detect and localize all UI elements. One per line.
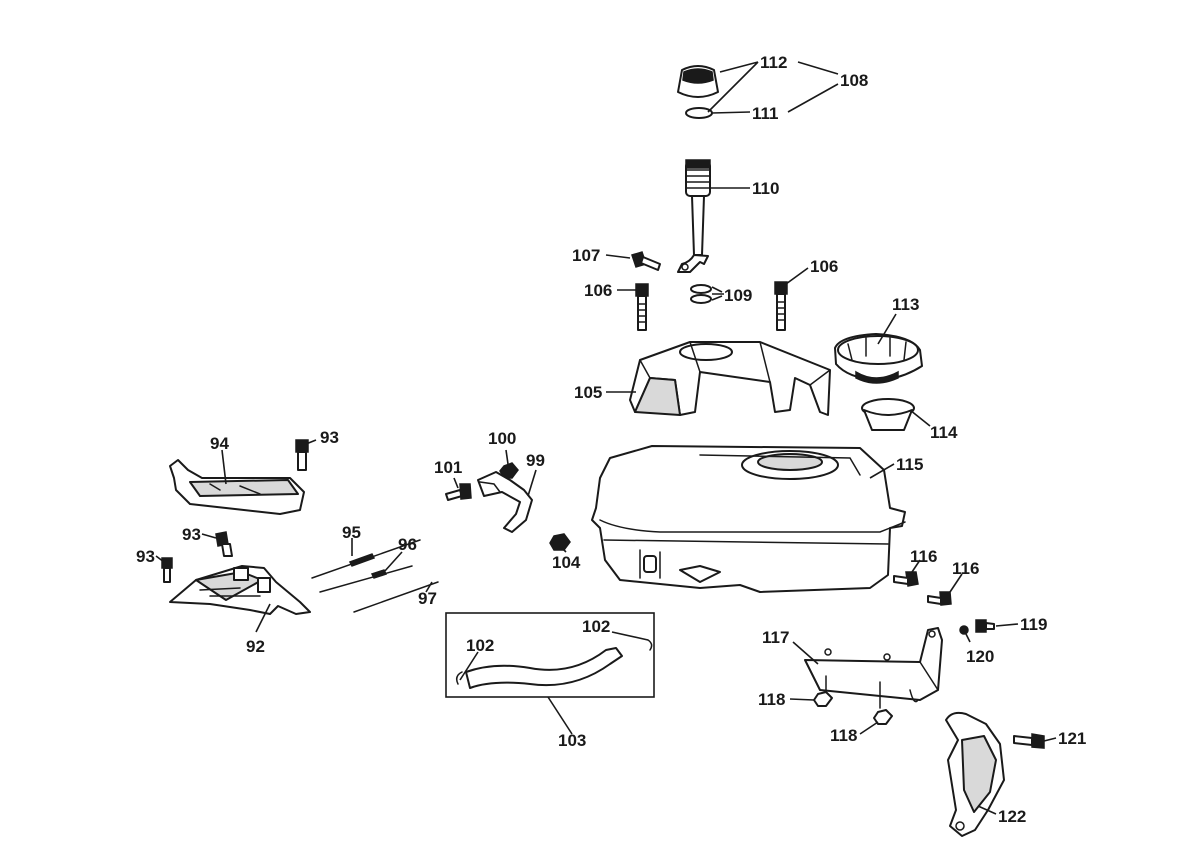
callout-115: 115	[896, 455, 923, 474]
cable-97	[353, 581, 439, 613]
screw-93-low	[161, 557, 173, 583]
bolt-119	[975, 619, 995, 633]
callout-93-mid: 93	[182, 525, 201, 544]
callout-113: 113	[892, 295, 919, 314]
callout-102-right: 102	[582, 617, 610, 636]
callout-116-left: 116	[910, 547, 937, 566]
callout-122: 122	[998, 807, 1026, 826]
leader-lines	[155, 61, 1057, 815]
nut-104	[549, 533, 571, 551]
dipstick-tube	[677, 159, 711, 273]
bolt-106-left	[635, 283, 649, 331]
callout-99: 99	[526, 451, 545, 470]
callout-117: 117	[762, 628, 789, 647]
callout-119: 119	[1020, 615, 1047, 634]
heat-shield	[945, 711, 1005, 837]
nut-118-right	[873, 709, 893, 725]
bolt-101	[445, 483, 472, 501]
callout-111: 111	[752, 104, 779, 123]
fuel-strainer	[861, 398, 915, 431]
dipstick-o-ring	[685, 107, 713, 119]
nut-118-left	[813, 691, 833, 707]
bolt-116-left	[893, 571, 919, 587]
callout-100: 100	[488, 429, 516, 448]
callout-108: 108	[840, 71, 868, 90]
callout-118-right: 118	[830, 726, 857, 745]
bolt-116-right	[927, 591, 952, 606]
dipstick-washers	[690, 284, 712, 304]
cable-95	[311, 539, 421, 579]
callout-105: 105	[574, 383, 602, 402]
nut-100	[499, 462, 519, 479]
fuel-cap	[834, 333, 923, 384]
callout-114: 114	[930, 423, 958, 442]
callout-102-left: 102	[466, 636, 494, 655]
callout-93-top: 93	[320, 428, 339, 447]
washer-120	[959, 625, 969, 635]
callout-104: 104	[552, 553, 581, 572]
callout-95: 95	[342, 523, 361, 542]
bolt-107	[631, 251, 661, 271]
callout-109: 109	[724, 286, 752, 305]
bracket-94	[169, 459, 305, 515]
screw-93-top	[295, 439, 309, 471]
callout-labels: 112 108 111 110 107 106 109 106 113 105 …	[136, 53, 1086, 826]
fuel-tank	[591, 445, 906, 593]
callout-97: 97	[418, 589, 437, 608]
callout-96: 96	[398, 535, 417, 554]
bolt-106-right	[774, 281, 788, 331]
fuel-line-kit-box	[445, 612, 655, 698]
screw-93-mid	[215, 531, 233, 557]
lever-99	[477, 471, 533, 533]
throttle-control-92	[169, 565, 311, 615]
callout-116-right: 116	[952, 559, 979, 578]
callout-93-low: 93	[136, 547, 155, 566]
callout-103: 103	[558, 731, 586, 750]
callout-92: 92	[246, 637, 265, 656]
dipstick-cap	[677, 65, 719, 98]
callout-94: 94	[210, 434, 229, 453]
callout-112: 112	[760, 53, 787, 72]
callout-107: 107	[572, 246, 600, 265]
callout-118-left: 118	[758, 690, 785, 709]
tank-cover	[629, 341, 831, 416]
callout-110: 110	[752, 179, 779, 198]
callout-120: 120	[966, 647, 994, 666]
callout-121: 121	[1058, 729, 1086, 748]
bolt-121	[1013, 733, 1045, 749]
callout-101: 101	[434, 458, 462, 477]
fuel-line-hose	[455, 639, 653, 689]
callout-106-right: 106	[810, 257, 838, 276]
cable-96	[319, 565, 413, 593]
callout-106-left: 106	[584, 281, 612, 300]
tank-bracket	[804, 627, 943, 709]
